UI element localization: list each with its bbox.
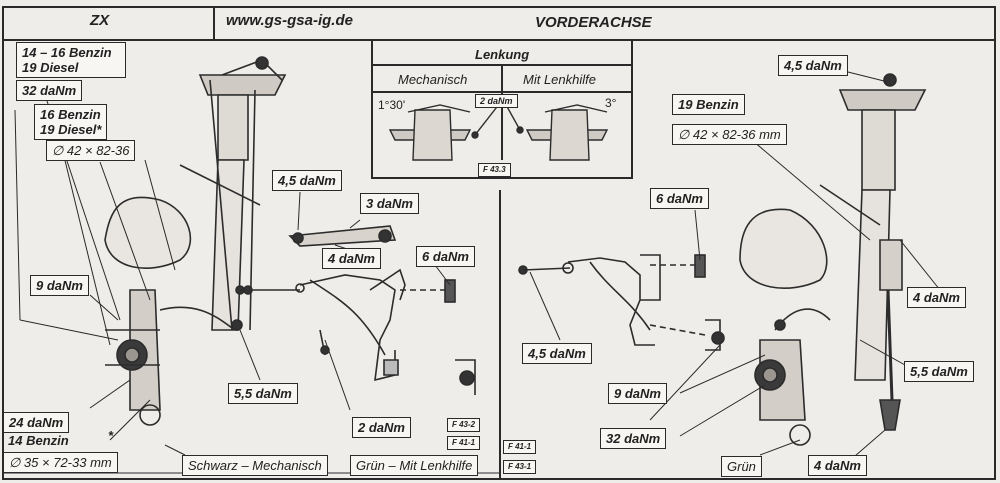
ref-f43-1: F 43-1 — [503, 460, 537, 474]
label-torque-9-left: 9 daNm — [30, 275, 89, 296]
label-torque-9-right: 9 daNm — [608, 383, 667, 404]
label-gruen-lenkhilfe: Grün – Mit Lenkhilfe — [350, 455, 479, 476]
label-torque-4-left: 4 daNm — [322, 248, 381, 269]
benzin-16-text: 16 Benzin — [40, 107, 101, 122]
steering-lenkhilfe: Mit Lenkhilfe — [523, 72, 596, 87]
label-gruen: Grün — [721, 456, 762, 477]
label-torque-6-left: 6 daNm — [416, 246, 475, 267]
label-benzin-1416: 14 – 16 Benzin 19 Diesel — [16, 42, 126, 78]
steering-ref: F 43.3 — [478, 163, 511, 177]
label-star: * — [108, 428, 114, 443]
ref-f41-1-right: F 41-1 — [503, 440, 537, 454]
header-model: ZX — [90, 12, 110, 29]
label-bearing-right: ∅ 42 × 82-36 mm — [672, 124, 787, 145]
label-torque-2: 2 daNm — [352, 417, 411, 438]
label-torque-55-right: 5,5 daNm — [904, 361, 974, 382]
left-tierod-illustration — [240, 225, 476, 395]
steering-torque: 2 daNm — [475, 94, 518, 108]
label-torque-4-right: 4 daNm — [907, 287, 966, 308]
label-benzin-19: 19 Benzin — [672, 94, 745, 115]
label-torque-55-left: 5,5 daNm — [228, 383, 298, 404]
label-torque-6-right: 6 daNm — [650, 188, 709, 209]
label-bearing-left-2: ∅ 35 × 72-33 mm — [3, 452, 118, 473]
diesel-19-text: 19 Diesel — [22, 60, 79, 75]
label-schwarz: Schwarz – Mechanisch — [182, 455, 328, 476]
label-torque-24: 24 daNm — [3, 412, 70, 433]
steering-angle-left: 1°30' — [378, 98, 406, 112]
right-strut-illustration — [739, 73, 927, 446]
label-torque-3: 3 daNm — [360, 193, 419, 214]
label-torque-4-right-bottom: 4 daNm — [808, 455, 867, 476]
label-torque-32-right: 32 daNm — [600, 428, 667, 449]
diesel-19-star-text: 19 Diesel* — [40, 122, 102, 137]
label-benzin-14: 14 Benzin — [8, 433, 69, 448]
steering-angle-right: 3° — [605, 96, 617, 110]
benzin-1416-text: 14 – 16 Benzin — [22, 45, 112, 60]
ref-f43-2: F 43-2 — [447, 418, 481, 432]
ref-f41-1-left: F 41-1 — [447, 436, 481, 450]
label-torque-45-right-top: 4,5 daNm — [778, 55, 848, 76]
steering-title: Lenkung — [475, 47, 530, 62]
label-torque-45-right: 4,5 daNm — [522, 343, 592, 364]
label-torque-45-left: 4,5 daNm — [272, 170, 342, 191]
steering-mechanisch: Mechanisch — [398, 72, 468, 87]
label-benzin-16: 16 Benzin 19 Diesel* — [34, 104, 108, 140]
label-bearing-left: ∅ 42 × 82-36 — [46, 140, 136, 161]
left-strut-illustration — [104, 56, 287, 426]
steering-illustrations — [388, 102, 609, 161]
right-arm-illustration — [518, 254, 725, 351]
label-torque-32-left: 32 daNm — [16, 80, 83, 101]
header-title: VORDERACHSE — [535, 14, 652, 31]
header-website: www.gs-gsa-ig.de — [226, 12, 353, 29]
